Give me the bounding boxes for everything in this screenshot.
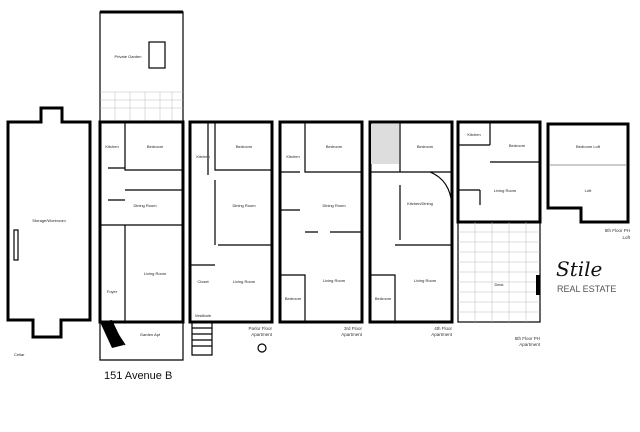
fourth-title: 4th Floor <box>434 326 452 331</box>
parlor-floor-plan: Bedroom Kitchen Dining Room Living Room … <box>188 120 274 356</box>
deck: Deck <box>494 282 503 287</box>
room-living: Living Room <box>494 188 517 193</box>
room-storage-workroom: Storage/Workroom <box>32 218 66 223</box>
third-title: 3rd Floor <box>344 326 363 331</box>
stile-real-estate-logo: Stile REAL ESTATE <box>556 257 616 294</box>
loft-title: 5th Floor PH <box>605 228 630 233</box>
room-kitchen: Kitchen <box>105 144 118 149</box>
room-foyer: Foyer <box>107 289 118 294</box>
loft-plan: Bedroom Loft Loft 5th Floor PH Loft <box>546 122 631 240</box>
room-kitchen: Kitchen <box>286 154 299 159</box>
garden-apt-plan: Private Garden Bedroom Kitchen Dining Ro… <box>98 10 185 382</box>
cellar-plan: Storage/Workroom Cellar <box>6 106 92 357</box>
room-private-garden: Private Garden <box>115 54 142 59</box>
parlor-title: Parlor Floor <box>248 326 272 331</box>
room-living: Living Room <box>233 279 256 284</box>
fifth-title: 5th Floor PH <box>515 336 540 341</box>
room-bedroom-loft: Bedroom Loft <box>576 144 601 149</box>
room-dining: Dining Room <box>133 203 157 208</box>
room-bedroom: Bedroom <box>147 144 164 149</box>
fifth-floor-plan: Kitchen Bedroom Living Room Deck 5th Flo… <box>456 120 542 347</box>
third-title-2: Apartment <box>341 332 363 337</box>
room-closet: Closet <box>197 279 209 284</box>
fifth-title-2: Apartment <box>519 342 541 347</box>
cellar-title: Cellar <box>14 352 25 357</box>
room-dining: Dining Room <box>322 203 346 208</box>
address: 151 Avenue B <box>104 370 172 382</box>
room-bedroom: Bedroom <box>509 143 526 148</box>
loft-title-2: Loft <box>622 235 630 240</box>
garden-apt-title: Garden Apt <box>140 332 161 337</box>
logo-suffix: REAL ESTATE <box>557 284 616 294</box>
room-bedroom: Bedroom <box>417 144 434 149</box>
room-bedroom: Bedroom <box>326 144 343 149</box>
compass-icon <box>257 343 267 353</box>
room-vestibule: Vestibule <box>195 313 212 318</box>
room-loft: Loft <box>585 188 593 193</box>
room-kitchen: Kitchen <box>196 154 209 159</box>
room-living: Living Room <box>144 271 167 276</box>
fourth-floor-plan: Bedroom Kitchen/Dining Living Room Bedro… <box>368 120 454 337</box>
room-dining: Dining Room <box>232 203 256 208</box>
room-kitchen-dining: Kitchen/Dining <box>407 201 433 206</box>
room-living: Living Room <box>414 278 437 283</box>
logo-name: Stile <box>556 257 602 281</box>
fourth-title-2: Apartment <box>431 332 453 337</box>
room-living: Living Room <box>323 278 346 283</box>
parlor-title-2: Apartment <box>251 332 273 337</box>
room-bedroom: Bedroom <box>236 144 253 149</box>
room-bedroom-2: Bedroom <box>375 296 392 301</box>
third-floor-plan: Bedroom Kitchen Dining Room Living Room … <box>278 120 364 337</box>
room-bedroom-2: Bedroom <box>285 296 302 301</box>
room-kitchen: Kitchen <box>467 132 480 137</box>
